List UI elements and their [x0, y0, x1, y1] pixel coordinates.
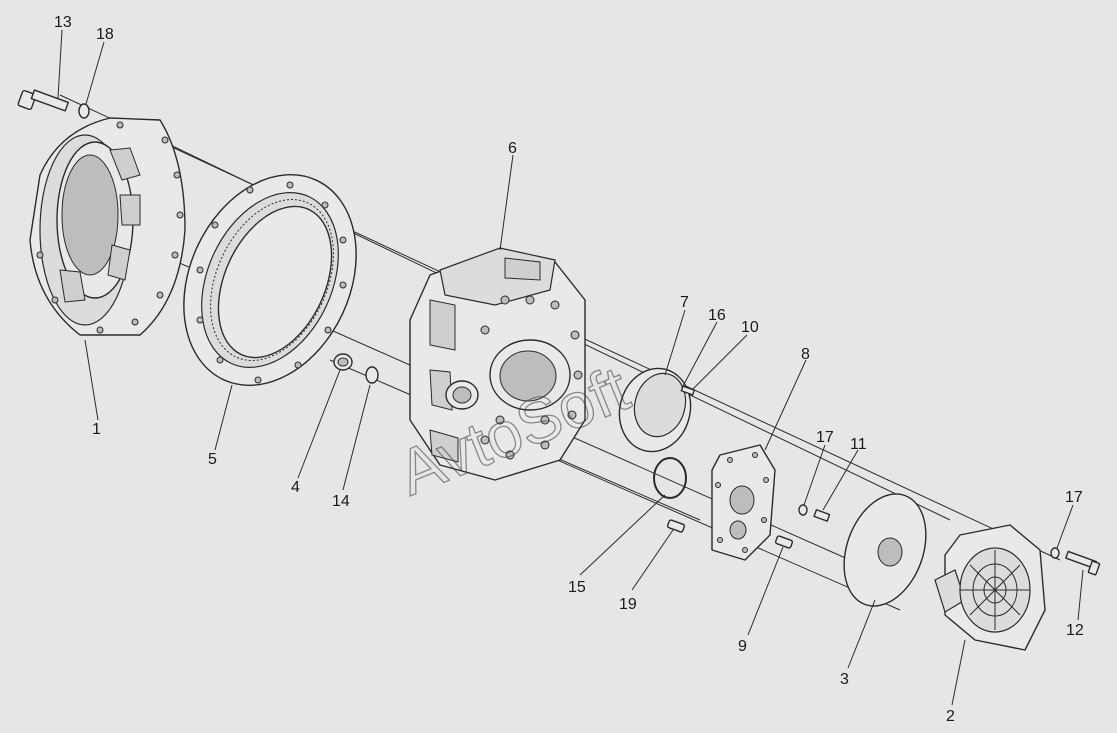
callout-13: 13	[54, 14, 72, 31]
bolt-part-10	[680, 385, 696, 396]
end-cover-part-2	[934, 524, 1046, 651]
bolt-part-11	[813, 509, 831, 522]
washer-part-18	[78, 103, 90, 119]
callout-16: 16	[708, 307, 726, 324]
pin-part-9	[774, 535, 794, 549]
callout-4: 4	[291, 479, 300, 496]
ring-gear-part-5	[183, 174, 357, 386]
leader-lines	[57, 29, 1084, 706]
o-ring-part-14	[365, 366, 379, 384]
callout-19: 19	[619, 596, 637, 613]
washer-part-17a	[798, 504, 808, 516]
o-ring-part-15	[653, 457, 687, 499]
callout-7: 7	[680, 294, 689, 311]
callout-17b: 17	[1065, 489, 1083, 506]
housing-part-6	[409, 247, 586, 481]
callout-5: 5	[208, 451, 217, 468]
callout-6: 6	[508, 140, 517, 157]
bolt-part-13	[17, 89, 69, 112]
plug-part-4	[333, 353, 353, 371]
disc-part-3	[843, 493, 927, 607]
callout-2: 2	[946, 708, 955, 725]
washer-part-17b	[1050, 547, 1060, 559]
callout-10: 10	[741, 319, 759, 336]
callout-8: 8	[801, 346, 810, 363]
callout-18: 18	[96, 26, 114, 43]
bolt-part-12	[1065, 550, 1101, 576]
pin-part-19	[666, 519, 686, 533]
callout-3: 3	[840, 671, 849, 688]
plate-part-8	[711, 444, 776, 561]
callout-11: 11	[850, 436, 867, 453]
callout-12: 12	[1066, 622, 1084, 639]
callout-15: 15	[568, 579, 586, 596]
callout-1: 1	[92, 421, 101, 438]
callout-14: 14	[332, 493, 350, 510]
cap-part-7	[618, 367, 692, 453]
callout-9: 9	[738, 638, 747, 655]
cover-part-1	[29, 117, 186, 336]
callout-labels: 13 18 1 5 4 14 6 7 16 10 8 17 11 15 19 9…	[54, 14, 1084, 725]
callout-17a: 17	[816, 429, 834, 446]
